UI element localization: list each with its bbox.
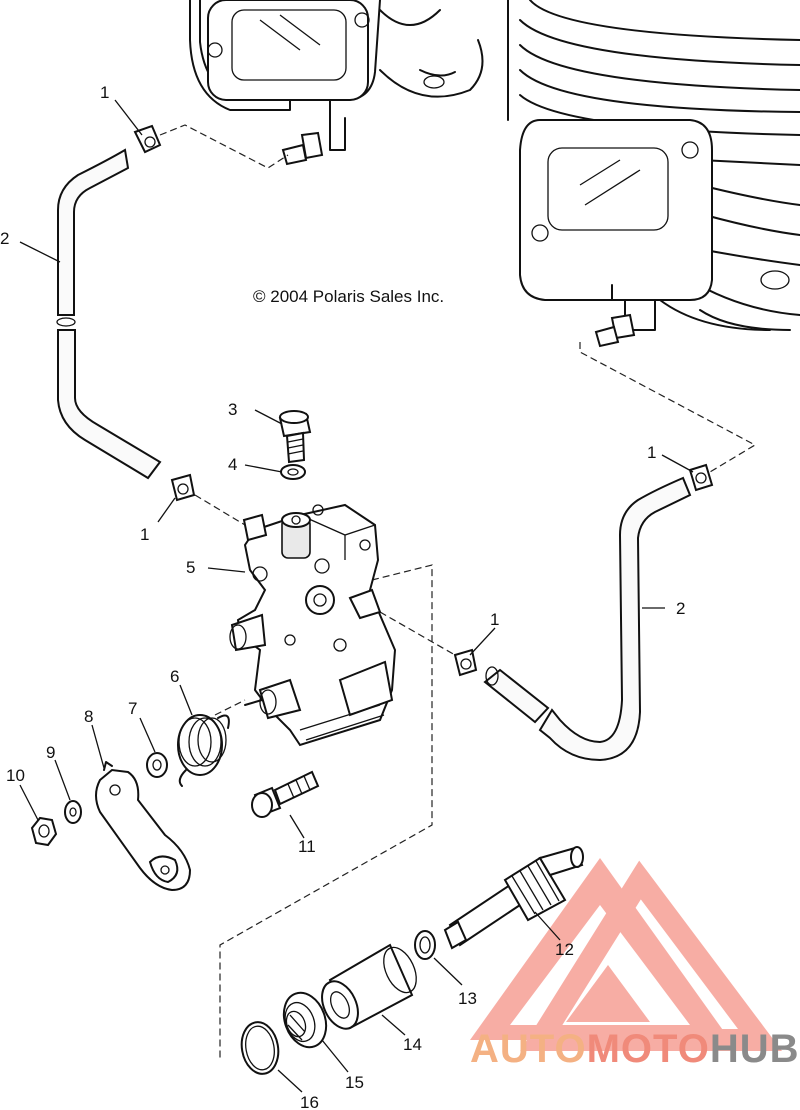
cylinder-right-outline [507,0,800,331]
callout-15: 15 [345,1073,364,1092]
nut-10 [30,816,58,847]
callout-3: 3 [228,400,237,419]
oil-pump-body [229,503,397,747]
callout-1-lower-right: 1 [490,610,499,629]
callout-1-upper-right: 1 [647,443,656,462]
cylinder-left-fitting [281,131,324,166]
o-ring-16 [240,1021,280,1075]
callout-14: 14 [403,1035,422,1054]
o-ring-13 [414,930,436,960]
watermark-auto: AUTO [470,1027,587,1071]
watermark-text: AUTOMOTOHUB [470,1027,800,1071]
callout-8: 8 [84,707,93,726]
callout-12: 12 [555,940,574,959]
copyright-notice: © 2004 Polaris Sales Inc. [253,287,444,306]
callout-9: 9 [46,743,55,762]
callout-5: 5 [186,558,195,577]
bolt-top [278,410,312,464]
automotohub-logo-icon [470,858,782,1051]
bolt-11 [251,770,320,818]
callout-4: 4 [228,455,237,474]
drive-gear-shaft [443,846,584,950]
callout-2-left: 2 [0,229,9,248]
watermark-moto: MOTO [587,1027,710,1071]
callout-16: 16 [300,1093,319,1110]
leader-lines [19,99,694,1093]
callout-6: 6 [170,667,179,686]
watermark-hub: HUB [710,1027,800,1071]
callout-7: 7 [128,699,137,718]
cylinder-right-fitting [594,313,636,348]
callout-2-right: 2 [676,599,685,618]
hose-left [56,148,162,480]
lever-arm [95,761,192,892]
clamp-lower-right [453,648,478,677]
clamp-upper-left [133,124,162,154]
assembly-dash-lines [114,124,757,1060]
washer-4 [280,464,306,480]
clamp-upper-right [688,463,714,492]
washer-7 [146,752,168,778]
cylinder-left-outline [189,0,484,151]
callout-10: 10 [6,766,25,785]
callout-1-lower-left: 1 [140,525,149,544]
callout-1-upper-left: 1 [100,83,109,102]
spring [177,714,230,787]
seal-15 [282,991,328,1049]
hose-right [483,476,692,762]
callout-13: 13 [458,989,477,1008]
clamp-lower-left [170,473,196,502]
callout-11: 11 [298,837,316,856]
bushing-14 [321,943,417,1030]
washer-9 [64,800,82,824]
